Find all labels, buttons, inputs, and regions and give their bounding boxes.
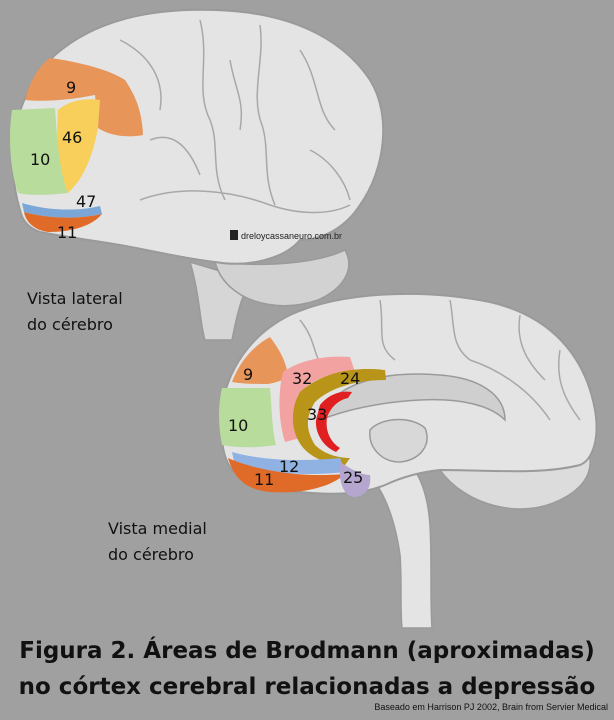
medial-area-12-label: 12: [279, 457, 299, 476]
medial-area-33-shape: [315, 391, 352, 452]
lateral-view-label-line1: Vista lateral: [27, 289, 123, 308]
figure-caption-line2: no córtex cerebral relacionadas a depres…: [18, 674, 596, 700]
medial-area-11-label: 11: [254, 470, 274, 489]
medial-area-9-label: 9: [243, 365, 253, 384]
medial-area-32-shape: [279, 356, 355, 442]
medial-area-24-shape: [292, 368, 386, 465]
lateral-area-47-label: 47: [76, 192, 96, 211]
medial-area-9-shape: [232, 337, 288, 384]
lateral-cerebellum: [213, 249, 350, 307]
medial-area-25-label: 25: [343, 468, 363, 487]
lateral-brain: 9 46 10 47 11 dreloycassaneuro.com.br: [10, 8, 385, 341]
lateral-area-11-label: 11: [57, 223, 77, 242]
medial-area-25-shape: [339, 462, 371, 497]
medial-brain: 9 32 24 33 10 12 11 25: [219, 292, 598, 629]
medial-area-11-shape: [228, 458, 345, 493]
source-note: Baseado em Harrison PJ 2002, Brain from …: [374, 702, 608, 712]
lateral-area-10-shape: [10, 108, 68, 195]
watermark-logo-icon: [230, 230, 238, 240]
medial-view-label-line2: do cérebro: [108, 545, 194, 564]
medial-area-10-shape: [219, 388, 276, 448]
medial-sulci: [299, 299, 581, 421]
medial-brainstem: [363, 464, 433, 629]
medial-area-24-label: 24: [340, 369, 360, 388]
medial-area-32-label: 32: [292, 369, 312, 388]
lateral-view-label-line2: do cérebro: [27, 315, 113, 334]
lateral-sulci: [119, 19, 351, 214]
figure-caption-line1: Figura 2. Áreas de Brodmann (aproximadas…: [19, 638, 595, 664]
medial-area-33-label: 33: [307, 405, 327, 424]
lateral-area-10-label: 10: [30, 150, 50, 169]
lateral-area-9-label: 9: [66, 78, 76, 97]
lateral-area-11-shape: [24, 212, 102, 232]
lateral-area-46-shape: [57, 99, 100, 193]
lateral-area-9-shape: [25, 58, 143, 137]
lateral-area-46-label: 46: [62, 128, 82, 147]
medial-view-label-line1: Vista medial: [108, 519, 207, 538]
medial-area-10-label: 10: [228, 416, 248, 435]
medial-thalamus: [369, 418, 428, 463]
watermark-text: dreloycassaneuro.com.br: [241, 231, 342, 241]
lateral-area-47-shape: [22, 203, 102, 218]
